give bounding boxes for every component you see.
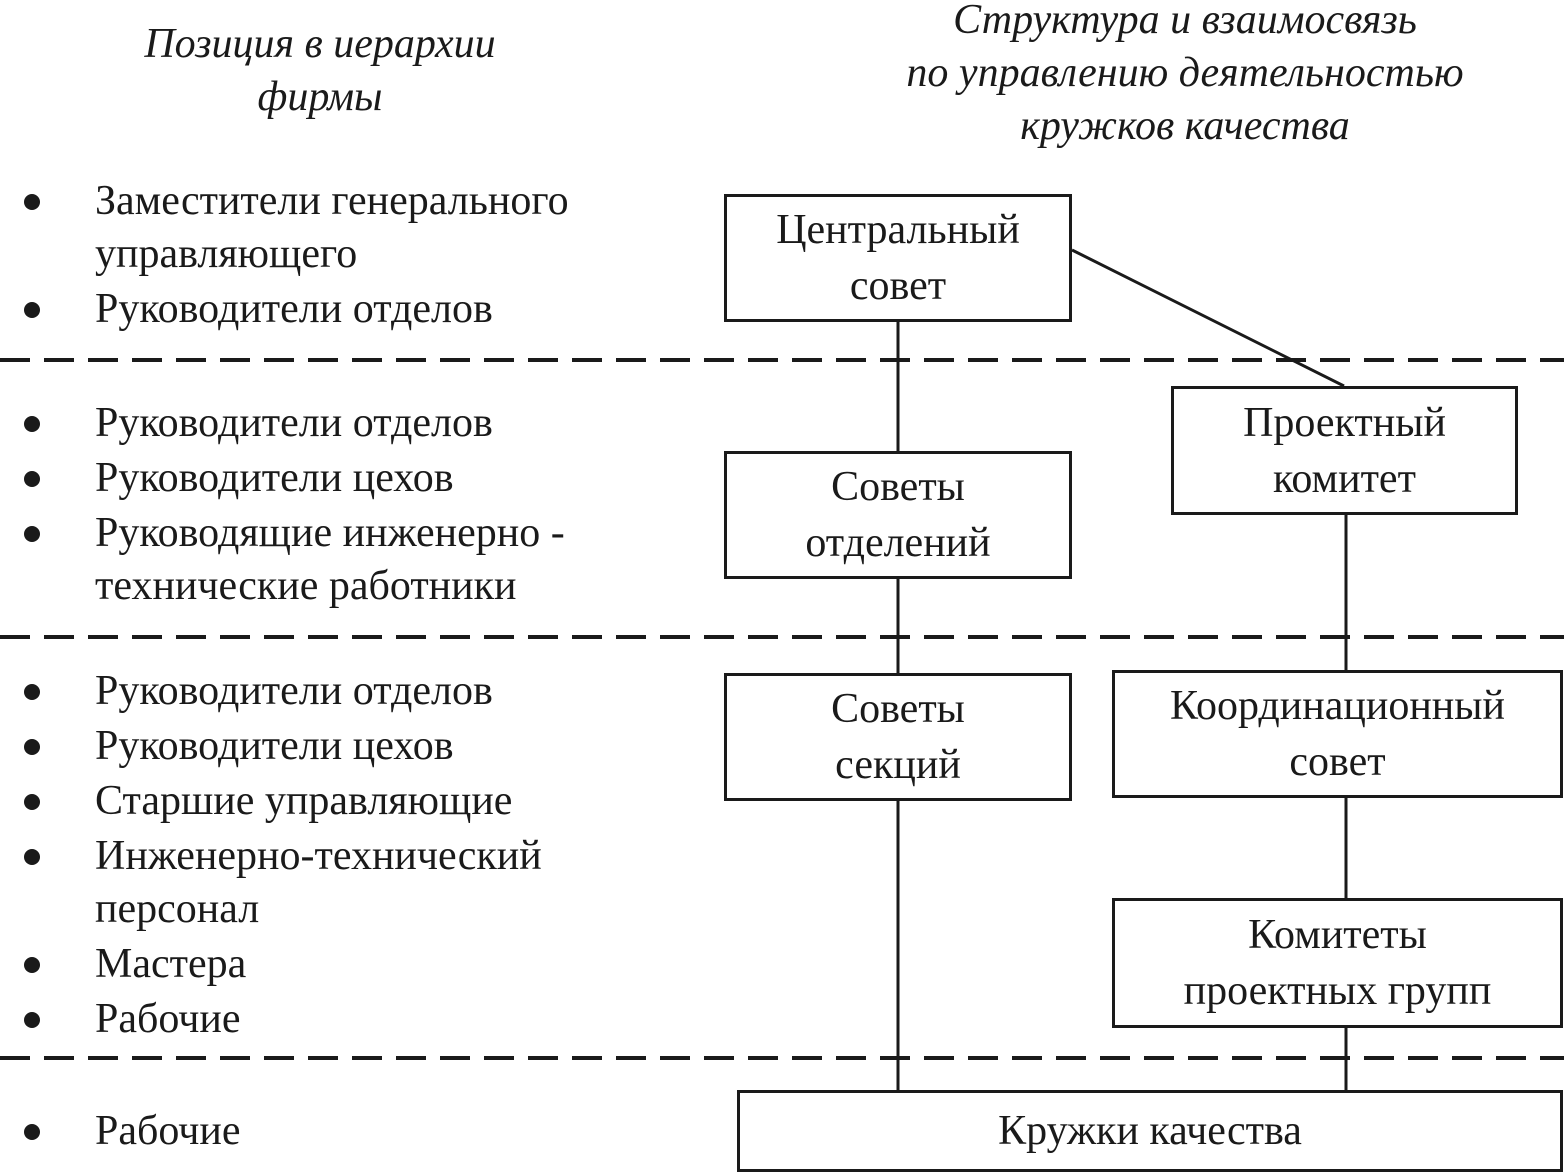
position-text: Рабочие [95,1108,241,1154]
box-label: Координационный [1170,683,1505,729]
position-text: технические работники [95,563,517,609]
level-3-positions: Руководители отделов Руководители цехов … [18,665,542,1048]
position-text: персонал [95,886,260,932]
bullet-icon [24,471,40,487]
box-label: совет [1289,739,1386,785]
quality-circles-box: Кружки качества [737,1090,1563,1172]
position-item: Руководители цехов [18,452,565,505]
position-item: Заместители генерального управляющего [18,175,569,281]
position-text: Руководители отделов [95,400,493,446]
position-text: Руководители цехов [95,723,454,769]
project-group-committees-box: Комитеты проектных групп [1112,898,1563,1028]
box-label: Комитеты [1248,912,1427,958]
box-label: комитет [1273,455,1416,502]
box-label: Центральный [776,207,1020,253]
position-text: Заместители генерального [95,178,569,224]
position-text: Руководители отделов [95,668,493,714]
position-item: Руководители отделов [18,397,565,450]
box-label: проектных групп [1183,968,1492,1014]
position-text: Руководители отделов [95,286,493,332]
position-item: Рабочие [18,1105,241,1158]
bullet-icon [24,739,40,755]
box-label: секций [835,742,961,788]
heading-line: по управлению деятельностью [906,50,1464,96]
box-label: совет [849,263,947,309]
level-4-positions: Рабочие [18,1105,241,1160]
box-label: Советы [831,464,965,510]
structure-heading: Структура и взаимосвязь по управлению де… [790,0,1564,153]
hierarchy-position-heading: Позиция в иерархии фирмы [60,18,580,124]
position-item: Руководители отделов [18,665,542,718]
coordination-council-box: Координационный совет [1112,670,1563,798]
bullet-icon [24,194,40,210]
position-text: Инженерно-технический [95,833,542,879]
heading-line: Структура и взаимосвязь [953,0,1417,43]
bullet-icon [24,1012,40,1028]
central-council-box: Центральный совет [724,194,1072,322]
position-text: Мастера [95,941,247,987]
box-label: Кружки качества [998,1108,1302,1154]
division-councils-box: Советы отделений [724,451,1072,579]
position-item: Старшие управляющие [18,775,542,828]
level-1-positions: Заместители генерального управляющего Ру… [18,175,569,338]
position-text: Руководители цехов [95,455,454,501]
bullet-icon [24,416,40,432]
position-text: Рабочие [95,996,241,1042]
bullet-icon [24,1124,40,1140]
position-text: Старшие управляющие [95,778,513,824]
position-item: Мастера [18,938,542,991]
bullet-icon [24,957,40,973]
position-text: управляющего [95,231,358,277]
position-item: Инженерно-технический персонал [18,830,542,936]
bullet-icon [24,684,40,700]
bullet-icon [24,794,40,810]
connector-central-project [1071,248,1345,388]
bullet-icon [24,302,40,318]
box-label: Проектный [1243,399,1446,446]
position-item: Руководители цехов [18,720,542,773]
position-text: Руководящие инженерно - [95,510,565,556]
heading-line: кружков качества [1020,103,1350,149]
section-councils-box: Советы секций [724,673,1072,801]
bullet-icon [24,849,40,865]
heading-line: Позиция в иерархии [144,21,496,67]
bullet-icon [24,526,40,542]
position-item: Руководители отделов [18,283,569,336]
heading-line: фирмы [257,74,383,120]
position-item: Рабочие [18,993,542,1046]
box-label: отделений [805,520,991,566]
level-2-positions: Руководители отделов Руководители цехов … [18,397,565,615]
box-label: Советы [831,686,965,732]
position-item: Руководящие инженерно - технические рабо… [18,507,565,613]
project-committee-box: Проектный комитет [1171,386,1518,515]
